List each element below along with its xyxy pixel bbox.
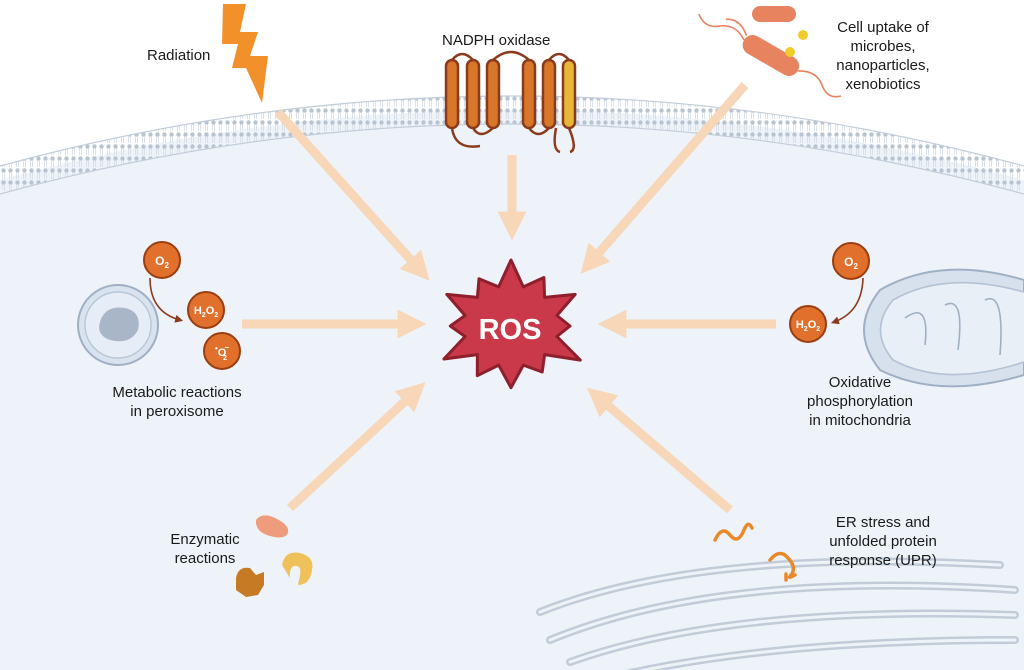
nanoparticle-icon	[798, 30, 808, 40]
label-er-stress: ER stress and unfolded protein response …	[829, 514, 937, 569]
svg-text:H2O2: H2O2	[194, 305, 218, 319]
reaction-arrow-mito	[830, 277, 864, 325]
superoxide-molecule: •O−2	[203, 332, 241, 370]
label-radiation: Radiation	[147, 47, 211, 64]
label-enzymatic: Enzymatic reactions	[170, 531, 240, 567]
svg-text:•O−2: •O−2	[215, 343, 229, 362]
cell-cytoplasm	[0, 110, 1024, 670]
arrow-enzymatic	[286, 382, 426, 512]
o2-molecule: O2	[143, 241, 181, 279]
microbe-icon	[698, 6, 842, 98]
arrow-radiation	[274, 108, 430, 281]
svg-text:O2: O2	[155, 254, 169, 270]
h2o2-molecule-mito: H2O2	[789, 305, 827, 343]
cell-membrane	[0, 96, 1024, 194]
unfolded-protein-icon	[713, 522, 797, 582]
peroxisome	[77, 284, 159, 366]
arrows-to-ros	[242, 82, 776, 514]
svg-text:O2: O2	[844, 255, 858, 271]
ros-starburst: ROS	[442, 258, 582, 390]
label-cell-uptake: Cell uptake of microbes, nanoparticles, …	[836, 19, 930, 93]
enzyme-icon	[236, 515, 313, 597]
label-nadph-oxidase: NADPH oxidase	[442, 32, 551, 49]
nadph-oxidase-icon	[444, 50, 577, 154]
label-peroxisome: Metabolic reactions in peroxisome	[112, 384, 242, 420]
ros-label: ROS	[479, 314, 542, 346]
nanoparticle-icon	[785, 47, 795, 57]
svg-text:H2O2: H2O2	[796, 319, 820, 333]
reaction-arrow	[149, 277, 184, 323]
lightning-bolt-icon	[222, 4, 268, 103]
arrow-er	[587, 387, 733, 514]
o2-molecule-mito: O2	[832, 242, 870, 280]
label-mitochondria: Oxidative phosphorylation in mitochondri…	[807, 374, 913, 429]
h2o2-molecule: H2O2	[187, 291, 225, 329]
arrow-uptake	[580, 82, 749, 274]
mitochondrion	[863, 268, 1024, 388]
